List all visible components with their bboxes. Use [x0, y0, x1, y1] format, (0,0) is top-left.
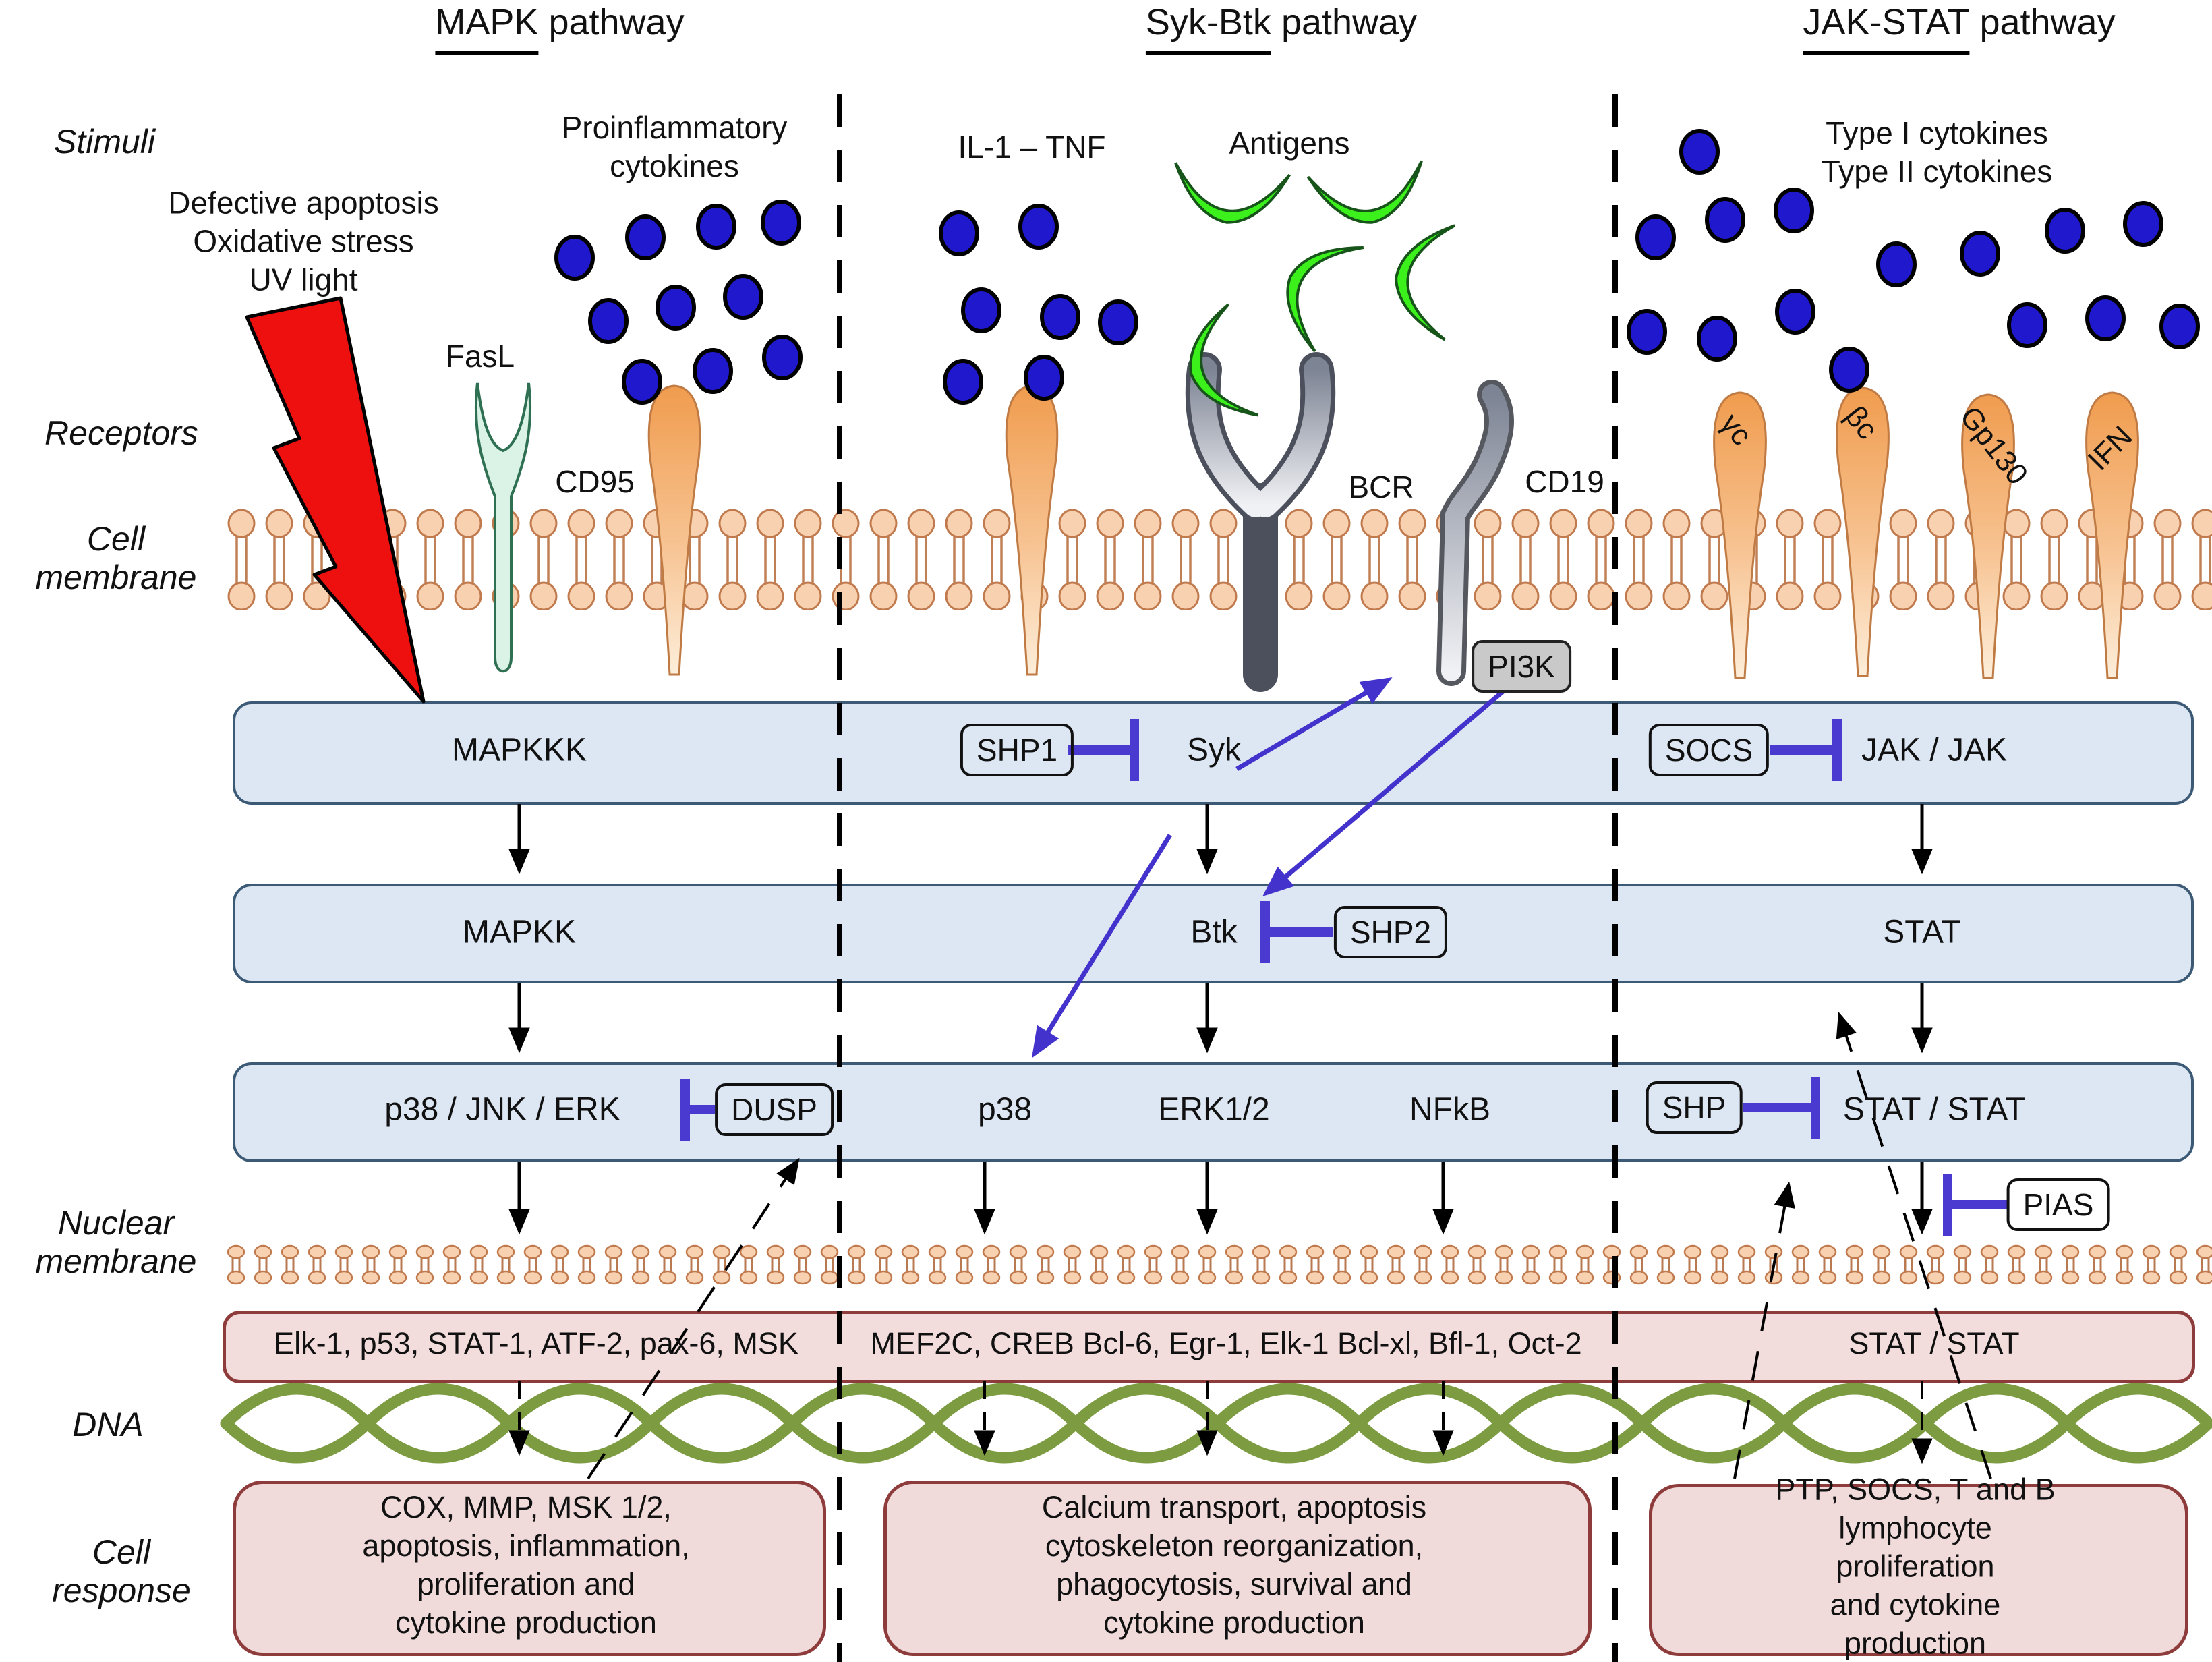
- label-gamma-c: γc: [1714, 407, 1759, 452]
- label-receptors: Receptors: [45, 414, 198, 452]
- node-mapkk: MAPKK: [462, 914, 577, 950]
- response-syk-text: Calcium transport, apoptosis cytoskeleto…: [1041, 1490, 1427, 1640]
- label-nuclear-membrane: Nuclear membrane: [35, 1204, 197, 1280]
- label-bcr: BCR: [1348, 469, 1414, 505]
- label-dna: DNA: [72, 1406, 144, 1443]
- label-beta-c: βc: [1838, 399, 1884, 446]
- node-p38: p38: [977, 1091, 1032, 1128]
- node-btk: Btk: [1190, 914, 1238, 950]
- node-mapkkk: MAPKKK: [451, 732, 587, 768]
- shp1-box: SHP1: [960, 724, 1074, 776]
- node-p38-jnk-erk: p38 / JNK / ERK: [384, 1091, 620, 1128]
- label-cd19: CD19: [1525, 464, 1604, 499]
- socs-box: SOCS: [1648, 724, 1770, 776]
- node-stat: STAT: [1883, 914, 1961, 950]
- label-ifn: IFN: [2081, 420, 2139, 478]
- shp-box: SHP: [1646, 1081, 1743, 1134]
- label-gp130: Gp130: [1953, 400, 2035, 491]
- node-erk12: ERK1/2: [1158, 1091, 1270, 1128]
- pias-box: PIAS: [2006, 1178, 2110, 1231]
- response-jak-text: PTP, SOCS, T and B lymphocyte proliferat…: [1775, 1472, 2056, 1661]
- label-cell-membrane: Cell membrane: [35, 520, 197, 596]
- response-box-jak: [1649, 1484, 2188, 1656]
- tf-jak: STAT / STAT: [1849, 1326, 2020, 1360]
- shp2-box: SHP2: [1333, 906, 1448, 958]
- cascade-band-row2: [233, 884, 2194, 983]
- node-stat-stat: STAT / STAT: [1842, 1091, 2026, 1128]
- stimulus-il1-tnf: IL-1 – TNF: [958, 130, 1106, 165]
- node-nfkb: NFkB: [1409, 1091, 1490, 1128]
- header-jak-stat-pathway: JAK-STAT pathway: [1803, 1, 2116, 55]
- label-cell-response: Cell response: [52, 1533, 191, 1609]
- label-fasl: FasL: [445, 339, 515, 374]
- response-box-mapk: [233, 1481, 826, 1656]
- tf-mapk: Elk-1, p53, STAT-1, ATF-2, pax-6, MSK: [274, 1326, 798, 1360]
- label-stimuli: Stimuli: [53, 123, 156, 161]
- stimulus-antigens: Antigens: [1229, 125, 1350, 161]
- dusp-box: DUSP: [715, 1083, 834, 1136]
- node-jak-jak: JAK / JAK: [1861, 732, 2008, 768]
- stimulus-type-cytokines: Type I cytokines Type II cytokines: [1821, 115, 2053, 189]
- stimulus-proinflammatory-cytokines: Proinflammatory cytokines: [561, 110, 788, 183]
- stimulus-mapk-stress: Defective apoptosis Oxidative stress UV …: [168, 185, 439, 297]
- tf-syk: MEF2C, CREB Bcl-6, Egr-1, Elk-1 Bcl-xl, …: [870, 1326, 1582, 1360]
- node-syk: Syk: [1186, 732, 1242, 768]
- pi3k-box: PI3K: [1472, 640, 1571, 693]
- response-box-syk: [883, 1481, 1592, 1656]
- header-mapk-pathway: MAPK pathway: [435, 1, 685, 55]
- cascade-band-row1: [233, 701, 2194, 805]
- label-cd95: CD95: [555, 464, 635, 499]
- header-syk-btk-pathway: Syk-Btk pathway: [1145, 1, 1417, 55]
- response-mapk-text: COX, MMP, MSK 1/2, apoptosis, inflammati…: [362, 1490, 690, 1640]
